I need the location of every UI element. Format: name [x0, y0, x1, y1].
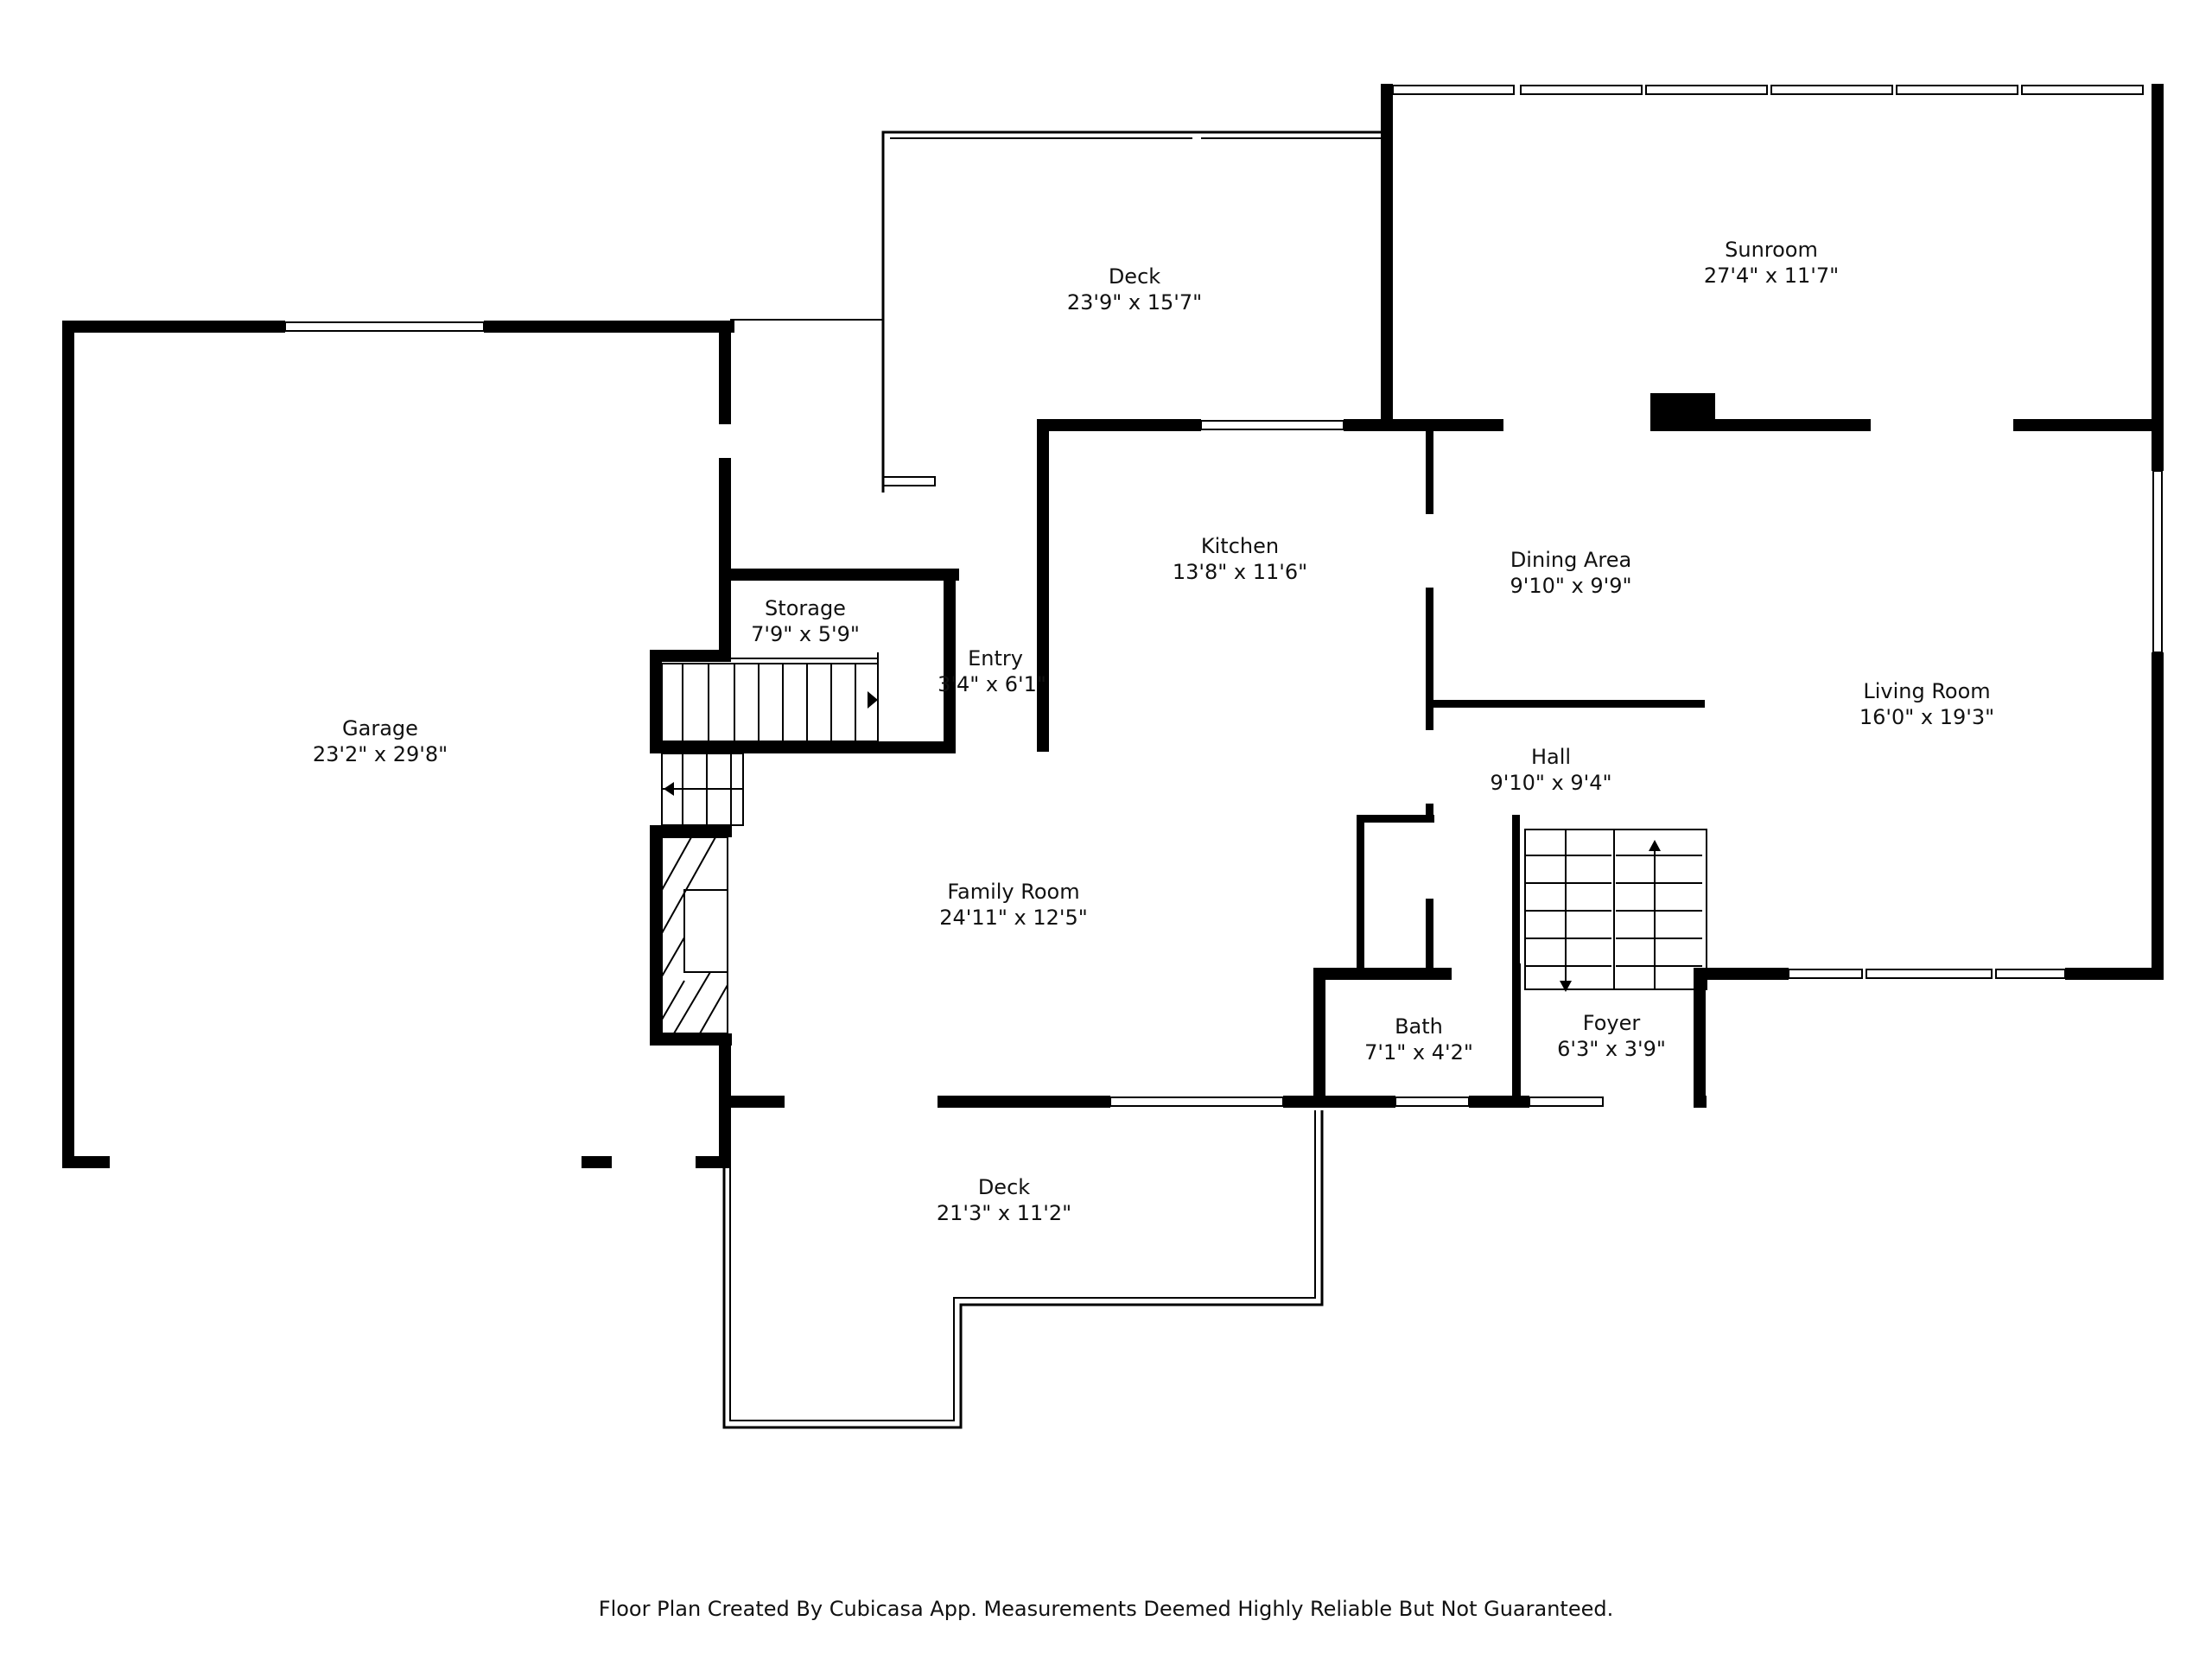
room-family-room: Family Room 24'11" x 12'5" [939, 880, 1088, 930]
room-deck-lower: Deck 21'3" x 11'2" [937, 1175, 1071, 1225]
stair-arrows [664, 691, 1661, 992]
room-name: Deck [978, 1175, 1030, 1199]
room-hall: Hall 9'10" x 9'4" [1490, 745, 1611, 795]
room-size: 9'10" x 9'4" [1490, 771, 1611, 795]
room-size: 6'3" x 3'9" [1557, 1037, 1666, 1061]
room-labels: Garage 23'2" x 29'8" Deck 23'9" x 15'7" … [313, 238, 1994, 1225]
room-name: Sunroom [1725, 238, 1818, 262]
room-name: Hall [1531, 745, 1571, 769]
room-name: Living Room [1863, 679, 1990, 703]
room-size: 3'4" x 6'1" [938, 672, 1046, 696]
stair-treads-1 [682, 664, 856, 741]
room-garage: Garage 23'2" x 29'8" [313, 716, 448, 766]
room-name: Garage [342, 716, 418, 741]
room-size: 16'0" x 19'3" [1859, 705, 1994, 729]
room-name: Kitchen [1201, 534, 1279, 558]
room-deck-upper: Deck 23'9" x 15'7" [1067, 264, 1202, 315]
room-name: Entry [968, 646, 1023, 671]
footer-disclaimer: Floor Plan Created By Cubicasa App. Meas… [599, 1597, 1613, 1621]
room-size: 21'3" x 11'2" [937, 1201, 1071, 1225]
room-size: 7'1" x 4'2" [1364, 1040, 1473, 1065]
room-living-room: Living Room 16'0" x 19'3" [1859, 679, 1994, 729]
room-storage: Storage 7'9" x 5'9" [751, 596, 860, 646]
room-name: Dining Area [1510, 548, 1631, 572]
room-size: 9'10" x 9'9" [1510, 574, 1631, 598]
walls [62, 84, 2164, 1168]
windows [284, 85, 2163, 1107]
room-size: 23'9" x 15'7" [1067, 290, 1202, 315]
room-sunroom: Sunroom 27'4" x 11'7" [1704, 238, 1839, 288]
room-size: 13'8" x 11'6" [1173, 560, 1307, 584]
room-name: Bath [1395, 1014, 1443, 1039]
fireplace [661, 836, 728, 1034]
room-name: Family Room [947, 880, 1079, 904]
room-bath: Bath 7'1" x 4'2" [1364, 1014, 1473, 1065]
room-entry: Entry 3'4" x 6'1" [938, 646, 1046, 696]
room-size: 27'4" x 11'7" [1704, 264, 1839, 288]
room-size: 23'2" x 29'8" [313, 742, 448, 766]
room-kitchen: Kitchen 13'8" x 11'6" [1173, 534, 1307, 584]
room-foyer: Foyer 6'3" x 3'9" [1557, 1011, 1666, 1061]
room-name: Storage [765, 596, 846, 620]
room-dining-area: Dining Area 9'10" x 9'9" [1510, 548, 1631, 598]
room-name: Foyer [1583, 1011, 1641, 1035]
room-name: Deck [1109, 264, 1160, 289]
deck-outlines [722, 130, 1387, 1429]
room-size: 24'11" x 12'5" [939, 906, 1088, 930]
stairs [661, 652, 1707, 990]
room-size: 7'9" x 5'9" [751, 622, 860, 646]
